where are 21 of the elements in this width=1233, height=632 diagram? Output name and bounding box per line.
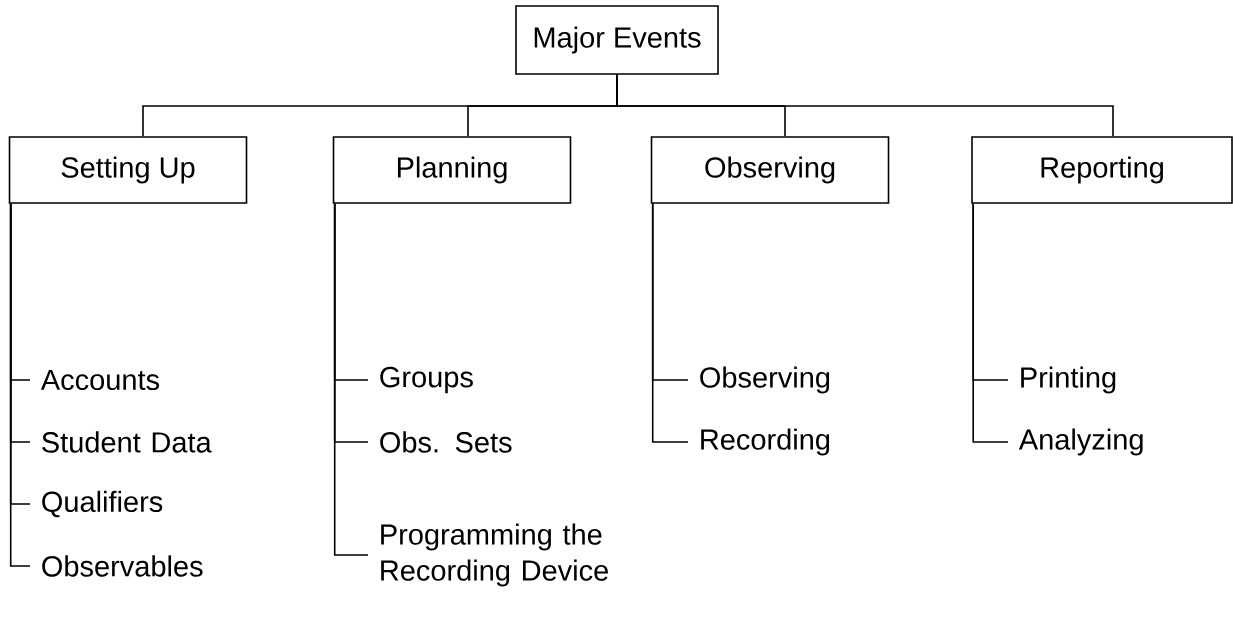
list-item: Obs. Sets	[380, 431, 512, 453]
connector-line	[616, 74, 1114, 137]
tree-box: Reporting	[971, 136, 1233, 204]
list-item: Accounts	[40, 369, 160, 391]
list-item: Observables	[42, 555, 203, 577]
list-item: Student Data	[42, 431, 212, 453]
list-item: Analyzing	[1018, 428, 1143, 456]
list-item: Programming the Recording Device	[381, 523, 608, 587]
list-item: Printing	[1021, 366, 1116, 394]
tree-box: Major Events	[515, 5, 719, 75]
list-item: Groups	[380, 366, 473, 394]
connector-line	[9, 203, 31, 567]
connector-line	[972, 203, 1009, 443]
list-item: Observing	[700, 366, 830, 394]
list-item: Qualifiers	[42, 490, 163, 518]
tree-box: Observing	[650, 136, 890, 204]
tree-box: Planning	[332, 136, 572, 204]
tree-box: Setting Up	[8, 136, 248, 204]
list-item: Recording	[701, 428, 830, 456]
connector-line	[651, 203, 689, 443]
connector-line	[333, 203, 369, 556]
